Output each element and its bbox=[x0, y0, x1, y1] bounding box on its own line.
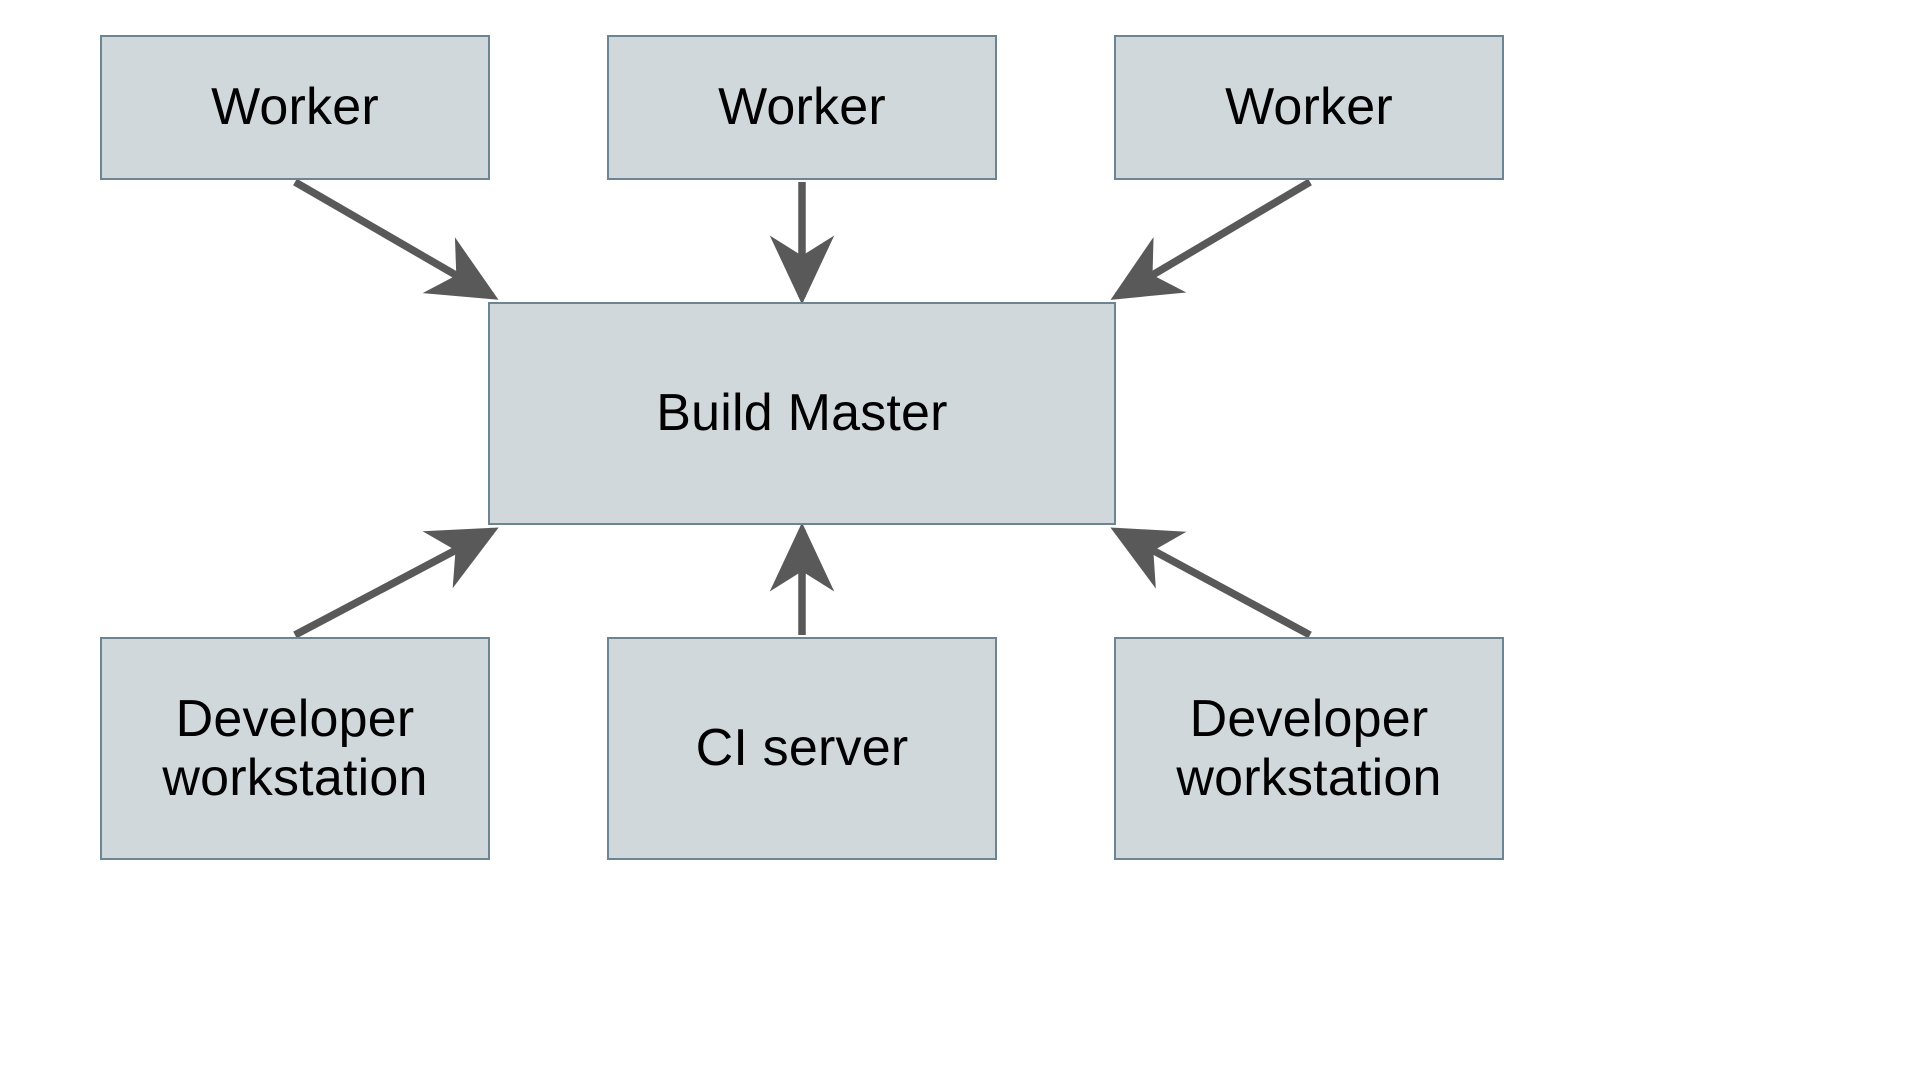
node-worker-2-label: Worker bbox=[718, 78, 886, 137]
edge-worker-3-to-master bbox=[1110, 178, 1312, 300]
node-worker-1[interactable]: Worker bbox=[100, 35, 490, 180]
edge-dev-right-to-master bbox=[1110, 527, 1312, 639]
node-developer-workstation-left[interactable]: Developer workstation bbox=[100, 637, 490, 860]
node-worker-1-label: Worker bbox=[211, 78, 379, 137]
node-worker-3[interactable]: Worker bbox=[1114, 35, 1504, 180]
node-developer-workstation-right-label: Developer workstation bbox=[1176, 690, 1442, 807]
edge-dev-left-to-master bbox=[293, 527, 499, 639]
node-build-master-label: Build Master bbox=[656, 384, 948, 443]
node-developer-workstation-left-label: Developer workstation bbox=[162, 690, 428, 807]
node-build-master[interactable]: Build Master bbox=[488, 302, 1116, 525]
node-ci-server-label: CI server bbox=[695, 719, 909, 778]
node-worker-3-label: Worker bbox=[1225, 78, 1393, 137]
node-worker-2[interactable]: Worker bbox=[607, 35, 997, 180]
node-ci-server[interactable]: CI server bbox=[607, 637, 997, 860]
node-developer-workstation-right[interactable]: Developer workstation bbox=[1114, 637, 1504, 860]
edge-worker-1-to-master bbox=[293, 178, 499, 300]
